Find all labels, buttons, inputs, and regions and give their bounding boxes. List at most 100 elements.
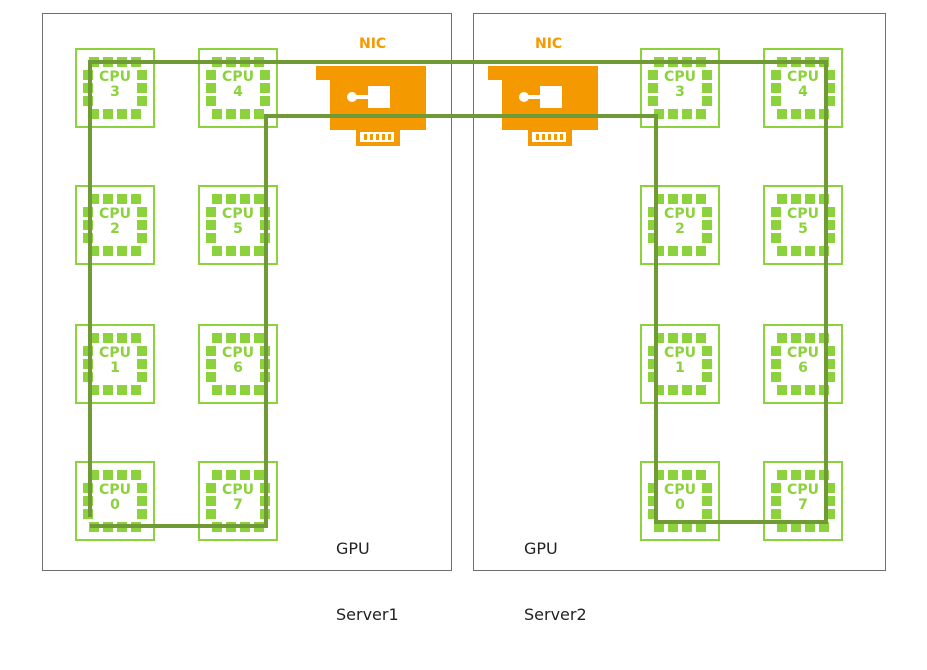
cpu-pin (825, 207, 835, 217)
cpu-pins (260, 70, 270, 106)
cpu-pin (226, 109, 236, 119)
cpu-pin (791, 194, 801, 204)
cpu-pins (654, 522, 706, 532)
cpu-pin (777, 522, 787, 532)
link-top-line (88, 60, 828, 528)
cpu-pin (137, 483, 147, 493)
cpu-pins (648, 70, 658, 106)
cpu-pin (825, 96, 835, 106)
cpu-pin (668, 385, 678, 395)
cpu-pin (137, 359, 147, 369)
cpu-pin (771, 372, 781, 382)
cpu-pins (212, 246, 264, 256)
cpu-pin (137, 96, 147, 106)
cpu-pins (825, 207, 835, 243)
cpu-pin (825, 233, 835, 243)
cpu-pin (240, 194, 250, 204)
cpu-pin (668, 109, 678, 119)
cpu-pin (131, 109, 141, 119)
cpu-pin (648, 372, 658, 382)
cpu-pin (648, 233, 658, 243)
cpu-pin (825, 509, 835, 519)
cpu-pin (103, 194, 113, 204)
cpu-pin (702, 83, 712, 93)
cpu-pin (137, 496, 147, 506)
cpu-pin (777, 333, 787, 343)
cpu-pin (89, 109, 99, 119)
cpu-pin (137, 233, 147, 243)
cpu-pins (702, 70, 712, 106)
cpu-pin (89, 333, 99, 343)
cpu-pin (226, 470, 236, 480)
cpu-pin (654, 333, 664, 343)
cpu-pins (654, 470, 706, 480)
cpu-pin (805, 109, 815, 119)
cpu-pins (702, 207, 712, 243)
cpu-pin (240, 246, 250, 256)
cpu-pin (682, 194, 692, 204)
cpu-pin (254, 333, 264, 343)
cpu-pin (696, 333, 706, 343)
cpu-pin (654, 246, 664, 256)
cpu-pin (137, 83, 147, 93)
cpu-pin (206, 70, 216, 80)
cpu-pin (825, 220, 835, 230)
cpu-pin (771, 496, 781, 506)
cpu-pin (206, 372, 216, 382)
cpu-pin (702, 483, 712, 493)
cpu-pin (254, 470, 264, 480)
cpu-pin (117, 194, 127, 204)
cpu-pin (791, 385, 801, 395)
cpu-pin (805, 522, 815, 532)
cpu-pins (825, 70, 835, 106)
cpu-pins (212, 385, 264, 395)
cpu-pin (240, 470, 250, 480)
cpu-pin (206, 83, 216, 93)
cpu-pin (654, 109, 664, 119)
cpu-pin (654, 385, 664, 395)
cpu-pin (137, 220, 147, 230)
cpu-pin (206, 509, 216, 519)
cpu-pin (702, 70, 712, 80)
cpu-pin (648, 207, 658, 217)
cpu-pin (103, 385, 113, 395)
cpu-pin (777, 470, 787, 480)
server1-nic-card-icon (316, 66, 426, 146)
cpu-pin (648, 70, 658, 80)
cpu-pin (254, 385, 264, 395)
cpu-pins (137, 346, 147, 382)
cpu-pins (654, 194, 706, 204)
cpu-pin (771, 207, 781, 217)
cpu-pin (648, 96, 658, 106)
cpu-pins (771, 483, 781, 519)
cpu-pin (117, 470, 127, 480)
cpu-pin (777, 385, 787, 395)
cpu-pin (648, 83, 658, 93)
cpu-pins (654, 246, 706, 256)
cpu-pin (825, 70, 835, 80)
cpu-pin (696, 246, 706, 256)
cpu-pins (89, 246, 141, 256)
cpu-pin (668, 333, 678, 343)
cpu-pin (240, 333, 250, 343)
cpu-pins (89, 194, 141, 204)
cpu-pin (805, 246, 815, 256)
cpu-pin (805, 470, 815, 480)
cpu-pin (131, 385, 141, 395)
cpu-pin (131, 194, 141, 204)
cpu-pin (103, 333, 113, 343)
cpu-pin (696, 109, 706, 119)
cpu-pin (240, 385, 250, 395)
cpu-pin (771, 346, 781, 356)
